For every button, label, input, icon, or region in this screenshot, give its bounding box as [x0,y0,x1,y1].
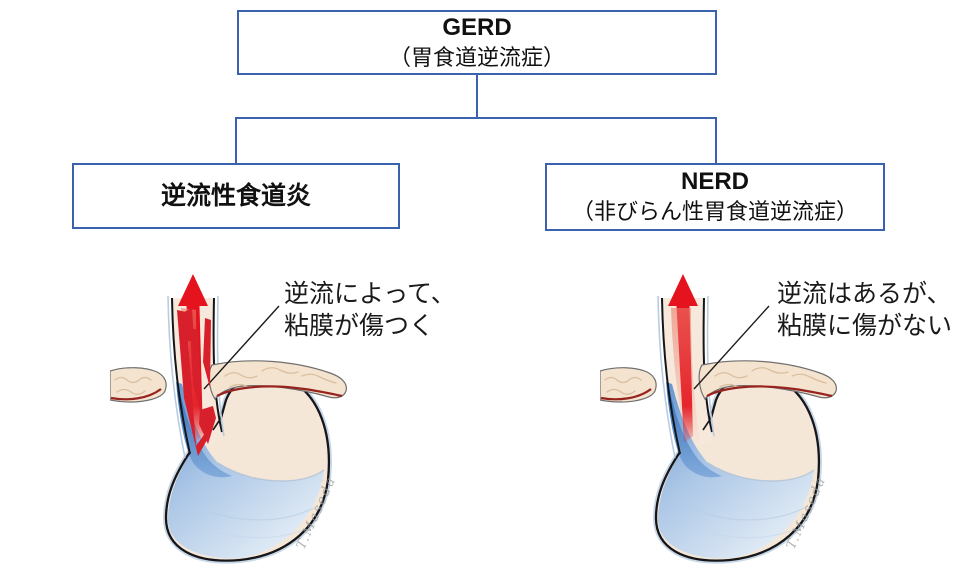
connector-vertical-right [715,118,717,164]
gerd-stomach-illustration [110,268,370,568]
flowchart-node-reflux-esophagitis: 逆流性食道炎 [72,163,400,229]
flowchart-node-nerd: NERD （非びらん性胃食道逆流症） [545,163,885,231]
reflux-mist [671,308,700,446]
nerd-stomach-illustration [600,268,860,568]
gerd-subtitle: （胃食道逆流症） [388,44,565,70]
nerd-subtitle: （非びらん性胃食道逆流症） [571,199,858,224]
reflux-esophagitis-title: 逆流性食道炎 [160,182,311,210]
nerd-annotation-line2: 粘膜に傷がない [777,312,953,340]
gerd-annotation: 逆流によって、 粘膜が傷つく [284,278,456,342]
gerd-annotation-line2: 粘膜が傷つく [284,312,435,340]
nerd-annotation-line1: 逆流はあるが、 [777,280,952,308]
flowchart-node-gerd: GERD （胃食道逆流症） [237,10,717,75]
connector-vertical-top [476,75,478,118]
connector-vertical-left [235,118,237,164]
gerd-annotation-line1: 逆流によって、 [284,280,456,308]
nerd-annotation: 逆流はあるが、 粘膜に傷がない [777,278,952,342]
mucosa-damage-streaks [177,308,216,456]
gerd-title: GERD [442,13,512,41]
connector-horizontal [235,117,717,119]
nerd-title: NERD [680,168,749,195]
